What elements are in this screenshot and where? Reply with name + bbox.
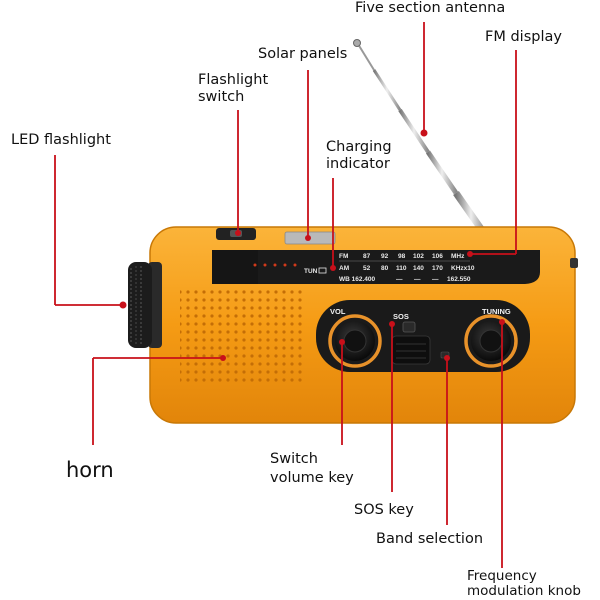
label-volume-2: volume key	[270, 470, 354, 486]
wb-row-4: 162.550	[447, 276, 471, 283]
label-frequency-1: Frequency	[467, 568, 537, 584]
tuning-knob	[464, 314, 518, 368]
vol-label: VOL	[330, 307, 346, 316]
fm-row-4: 102	[413, 253, 424, 260]
label-band-selection: Band selection	[376, 531, 484, 547]
am-row-6: KHzx10	[451, 265, 475, 272]
label-flashlight-switch-1: Flashlight	[198, 72, 269, 88]
am-row-0: AM	[339, 265, 349, 272]
fm-row-6: MHz	[451, 253, 465, 260]
label-led-flashlight: LED flashlight	[11, 132, 111, 148]
wb-row-3: —	[432, 276, 439, 283]
label-frequency-2: modulation knob	[467, 583, 581, 599]
band-slider	[391, 335, 431, 365]
volume-knob	[328, 314, 382, 368]
label-antenna: Five section antenna	[355, 0, 506, 16]
am-row-3: 110	[396, 265, 407, 272]
fm-row-1: 87	[363, 253, 371, 260]
label-solar-panels: Solar panels	[258, 46, 348, 62]
label-fm-display: FM display	[485, 29, 562, 45]
leader-lines	[54, 22, 517, 568]
label-volume-1: Switch	[270, 451, 318, 467]
label-horn: horn	[66, 458, 114, 482]
wb-row-0: WB 162.400	[339, 276, 376, 283]
led-flashlight	[128, 262, 162, 348]
fm-row-3: 98	[398, 253, 406, 260]
charging-leds	[253, 263, 297, 267]
fm-row-2: 92	[381, 253, 389, 260]
wb-row-1: —	[396, 276, 403, 283]
fm-row-5: 106	[432, 253, 443, 260]
speaker-grille	[180, 287, 306, 385]
wb-row-2: —	[414, 276, 421, 283]
am-row-2: 80	[381, 265, 389, 272]
am-row-4: 140	[413, 265, 424, 272]
label-charging-2: indicator	[326, 156, 390, 172]
sos-label: SOS	[393, 312, 409, 321]
tun-label: TUN	[304, 268, 318, 275]
am-row-1: 52	[363, 265, 371, 272]
label-flashlight-switch-2: switch	[198, 89, 245, 105]
fm-row-0: FM	[339, 253, 348, 260]
label-charging-1: Charging	[326, 139, 392, 155]
leader-dots	[119, 129, 505, 361]
dial-panel	[212, 250, 540, 284]
sos-button	[402, 321, 416, 333]
label-sos-key: SOS key	[354, 502, 414, 518]
tuning-label: TUNING	[482, 307, 511, 316]
am-row-5: 170	[432, 265, 443, 272]
antenna	[353, 39, 489, 239]
